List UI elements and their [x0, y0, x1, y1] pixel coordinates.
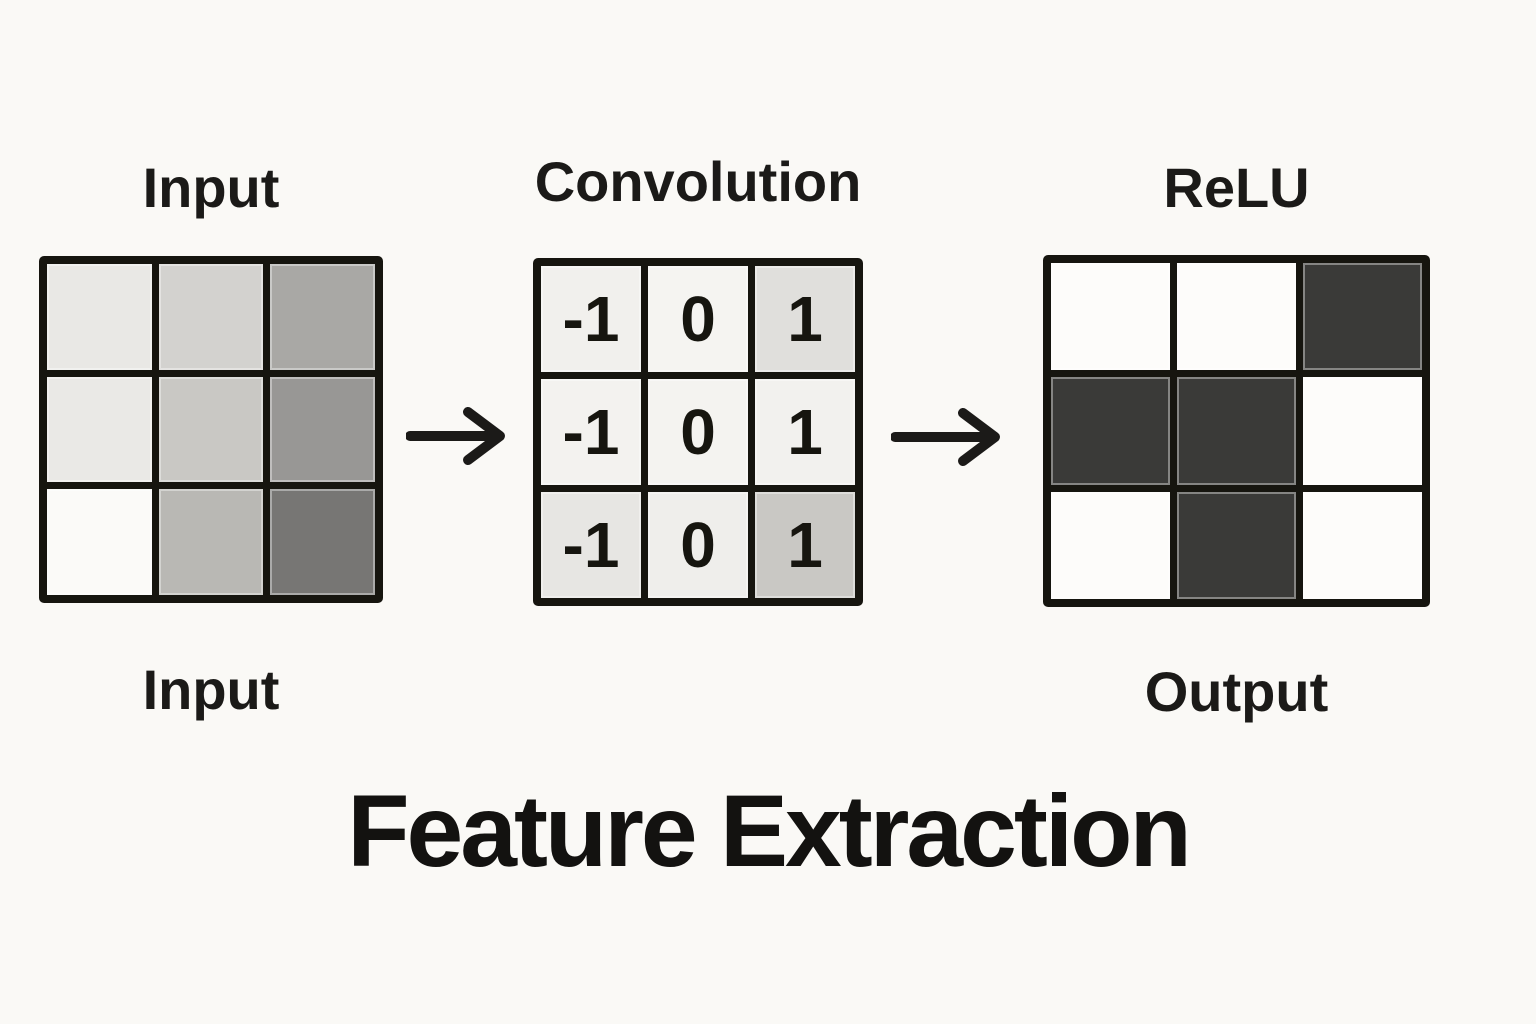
relu-output-grid-cell-r2c1 — [1051, 377, 1170, 485]
input-grid-cell-r1c1 — [47, 264, 152, 370]
relu-output-grid-cell-r3c1 — [1051, 491, 1170, 599]
convolution-kernel-grid-cell-r1c2: 0 — [648, 266, 748, 372]
convolution-kernel-grid-cell-r1c1: -1 — [541, 266, 641, 372]
convolution-kernel-grid-cell-r3c2: 0 — [648, 492, 748, 598]
output-grid-bottom-label: Output — [1144, 660, 1329, 723]
input-grid-cell-r3c1 — [47, 489, 152, 595]
convolution-kernel-grid-cell-r3c3: 1 — [755, 492, 855, 598]
relu-output-grid-cell-r2c3 — [1303, 377, 1422, 485]
page-title: Feature Extraction — [347, 774, 1192, 888]
convolution-kernel-grid-cell-r2c3: 1 — [755, 379, 855, 485]
convolution-kernel-grid-cell-r2c1: -1 — [541, 379, 641, 485]
convolution-grid-top-label: Convolution — [534, 150, 862, 213]
input-grid — [39, 256, 383, 603]
input-grid-cell-r3c2 — [158, 489, 264, 595]
relu-output-grid-cell-r1c1 — [1051, 263, 1170, 371]
input-grid-top-label: Input — [142, 156, 280, 219]
convolution-kernel-grid-cell-r1c3: 1 — [755, 266, 855, 372]
input-grid-cell-r1c2 — [158, 264, 264, 370]
relu-output-grid — [1043, 255, 1430, 607]
relu-output-grid-cell-r1c3 — [1303, 263, 1422, 371]
relu-output-grid-cell-r1c2 — [1177, 263, 1296, 371]
input-grid-cell-r2c1 — [47, 376, 152, 483]
right-arrow-icon — [890, 405, 1005, 474]
relu-output-grid-cell-r3c2 — [1177, 491, 1296, 599]
input-grid-cell-r1c3 — [270, 264, 375, 370]
input-grid-cell-r2c2 — [158, 376, 264, 483]
convolution-kernel-grid-cell-r3c1: -1 — [541, 492, 641, 598]
relu-grid-top-label: ReLU — [1163, 156, 1310, 219]
relu-output-grid-cell-r3c3 — [1303, 491, 1422, 599]
convolution-kernel-grid-cell-r2c2: 0 — [648, 379, 748, 485]
input-grid-bottom-label: Input — [142, 658, 280, 721]
relu-output-grid-cell-r2c2 — [1177, 377, 1296, 485]
input-grid-cell-r3c3 — [270, 489, 375, 595]
right-arrow-icon — [405, 404, 510, 473]
input-grid-cell-r2c3 — [270, 376, 375, 483]
